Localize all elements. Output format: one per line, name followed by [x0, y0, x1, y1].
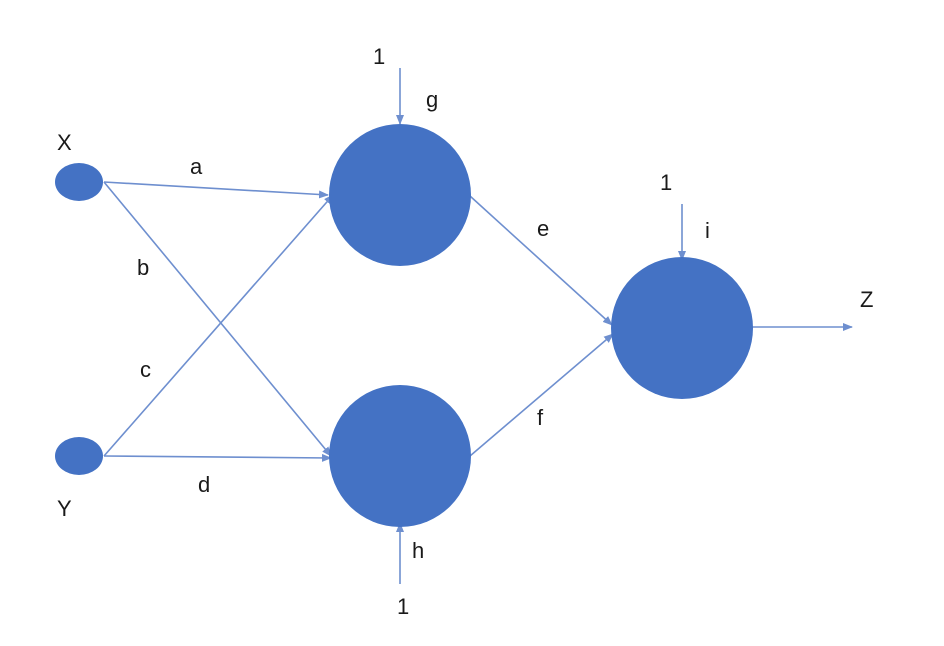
hidden-node-bottom	[329, 385, 471, 527]
label-bias-input-bottom: 1	[397, 594, 409, 619]
edge-bottom-hidden-to-output	[469, 333, 614, 457]
input-node-y	[55, 437, 103, 475]
label-weight-b: b	[137, 255, 149, 280]
edge-x-to-top-hidden	[103, 181, 329, 199]
label-bias-g: g	[426, 87, 438, 112]
label-bias-i: i	[705, 218, 710, 243]
input-node-x	[55, 163, 103, 201]
label-weight-e: e	[537, 216, 549, 241]
output-node	[611, 257, 753, 399]
label-bias-input-output: 1	[660, 170, 672, 195]
label-weight-c: c	[140, 357, 151, 382]
label-input-y: Y	[57, 496, 72, 521]
label-weight-d: d	[198, 472, 210, 497]
label-input-x: X	[57, 130, 72, 155]
label-weight-a: a	[190, 154, 203, 179]
label-weight-f: f	[537, 405, 544, 430]
edge-y-to-top-hidden	[103, 194, 334, 457]
label-bias-h: h	[412, 538, 424, 563]
label-bias-input-top: 1	[373, 44, 385, 69]
edge-y-to-bottom-hidden	[103, 453, 332, 462]
edge-x-to-bottom-hidden	[103, 181, 332, 457]
hidden-node-top	[329, 124, 471, 266]
edge-top-hidden-to-output	[469, 195, 613, 326]
label-output-z: Z	[860, 287, 873, 312]
